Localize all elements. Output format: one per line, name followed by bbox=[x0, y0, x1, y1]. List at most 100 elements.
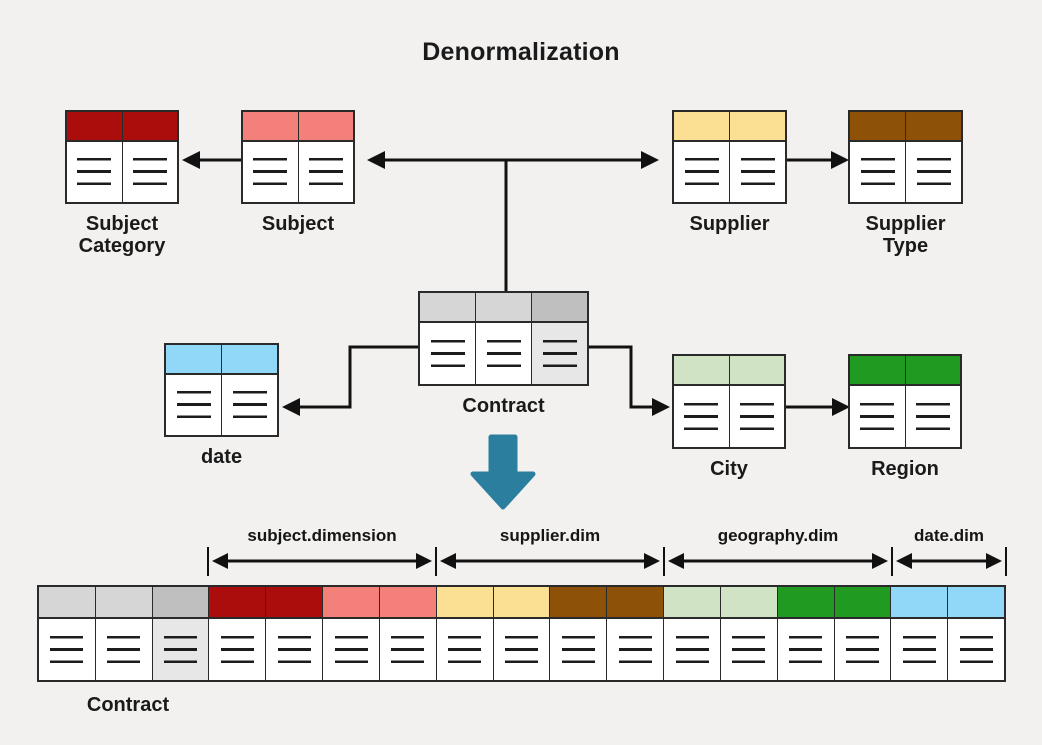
table-body-cell bbox=[850, 386, 905, 447]
text-lines-icon bbox=[740, 158, 775, 186]
text-lines-icon bbox=[542, 339, 577, 368]
entity-city: City bbox=[672, 354, 786, 480]
table-body-cell bbox=[67, 142, 122, 202]
table-label-subject: Subject bbox=[261, 213, 335, 235]
table-body-cell bbox=[906, 142, 961, 202]
text-lines-icon bbox=[277, 636, 311, 663]
text-lines-icon bbox=[618, 636, 652, 663]
table-column bbox=[607, 587, 665, 680]
table-column bbox=[298, 112, 353, 202]
text-lines-icon bbox=[253, 158, 288, 186]
table-body-cell bbox=[152, 619, 209, 680]
table-body-cell bbox=[379, 619, 436, 680]
table-body-cell bbox=[730, 142, 785, 202]
table-body-cell bbox=[420, 323, 475, 384]
table-column bbox=[720, 587, 778, 680]
table-header-cell bbox=[777, 587, 834, 619]
table-column bbox=[674, 112, 730, 202]
table-header-cell bbox=[379, 587, 436, 619]
arrowhead-to-supplier bbox=[641, 151, 659, 169]
text-lines-icon bbox=[860, 158, 895, 186]
table-column bbox=[476, 293, 532, 384]
table-body-cell bbox=[850, 142, 905, 202]
table-header-cell bbox=[166, 345, 221, 375]
dimension-label-geography-dim: geography.dim bbox=[717, 526, 839, 545]
table-column bbox=[209, 587, 267, 680]
table-column bbox=[166, 345, 222, 435]
entity-date: date bbox=[164, 343, 279, 468]
table-body-cell bbox=[948, 619, 1005, 680]
table-label-supplier: Supplier bbox=[689, 213, 770, 235]
text-lines-icon bbox=[308, 158, 343, 186]
table-column bbox=[152, 587, 210, 680]
table-header-cell bbox=[674, 356, 729, 386]
denormalized-wide-table bbox=[37, 585, 1006, 682]
dimension-arrowhead-left bbox=[668, 553, 684, 569]
denormalize-arrow bbox=[470, 434, 536, 510]
table-body-cell bbox=[891, 619, 948, 680]
dimension-arrowhead-left bbox=[896, 553, 912, 569]
entity-subject: Subject bbox=[241, 110, 355, 235]
table-header-cell bbox=[222, 345, 277, 375]
entity-supplier-type: Supplier Type bbox=[848, 110, 963, 257]
table-header-cell bbox=[39, 587, 95, 619]
table-column bbox=[532, 293, 587, 384]
text-lines-icon bbox=[916, 158, 951, 186]
table-body-cell bbox=[209, 619, 266, 680]
text-lines-icon bbox=[486, 339, 521, 368]
table-label-contract: Contract bbox=[462, 395, 545, 417]
text-lines-icon bbox=[902, 636, 936, 663]
table-body-cell bbox=[834, 619, 891, 680]
table-body-cell bbox=[720, 619, 777, 680]
text-lines-icon bbox=[77, 158, 112, 186]
table-body-cell bbox=[532, 323, 587, 384]
text-lines-icon bbox=[176, 391, 211, 419]
table-body-cell bbox=[243, 142, 298, 202]
table-body-cell bbox=[664, 619, 720, 680]
text-lines-icon bbox=[164, 636, 198, 663]
text-lines-icon bbox=[959, 636, 993, 663]
text-lines-icon bbox=[232, 391, 267, 419]
dimension-arrowhead-right bbox=[986, 553, 1002, 569]
table-body-cell bbox=[674, 142, 729, 202]
table-header-cell bbox=[730, 112, 785, 142]
dimension-label-subject-dimension: subject.dimension bbox=[247, 526, 397, 545]
table-header-cell bbox=[720, 587, 777, 619]
table-header-cell bbox=[850, 356, 905, 386]
text-lines-icon bbox=[684, 158, 719, 186]
dimension-arrowhead-right bbox=[644, 553, 660, 569]
arrowhead-to-subject bbox=[367, 151, 385, 169]
table-header-cell bbox=[95, 587, 152, 619]
table-header-cell bbox=[122, 112, 177, 142]
table-body-cell bbox=[729, 386, 784, 447]
table-header-cell bbox=[476, 293, 531, 323]
table-body-cell bbox=[550, 619, 607, 680]
table-header-cell bbox=[607, 587, 664, 619]
text-lines-icon bbox=[789, 636, 823, 663]
table-header-cell bbox=[243, 112, 298, 142]
text-lines-icon bbox=[50, 636, 84, 663]
table-column bbox=[222, 345, 277, 435]
table-region bbox=[848, 354, 962, 449]
table-column bbox=[323, 587, 380, 680]
text-lines-icon bbox=[732, 636, 766, 663]
table-body-cell bbox=[95, 619, 152, 680]
text-lines-icon bbox=[860, 402, 895, 431]
table-body-cell bbox=[266, 619, 323, 680]
dimension-arrowhead-right bbox=[416, 553, 432, 569]
table-header-cell bbox=[948, 587, 1005, 619]
table-label-date: date bbox=[200, 446, 243, 468]
text-lines-icon bbox=[675, 636, 709, 663]
table-body-cell bbox=[298, 142, 353, 202]
table-body-cell bbox=[607, 619, 664, 680]
arrowhead-to-supplier-type bbox=[831, 151, 849, 169]
table-column bbox=[777, 587, 835, 680]
text-lines-icon bbox=[915, 402, 950, 431]
table-header-cell bbox=[729, 356, 784, 386]
table-column bbox=[906, 112, 961, 202]
text-lines-icon bbox=[430, 339, 465, 368]
table-header-cell bbox=[532, 293, 587, 323]
arrowhead-to-subject-category bbox=[182, 151, 200, 169]
text-lines-icon bbox=[220, 636, 254, 663]
